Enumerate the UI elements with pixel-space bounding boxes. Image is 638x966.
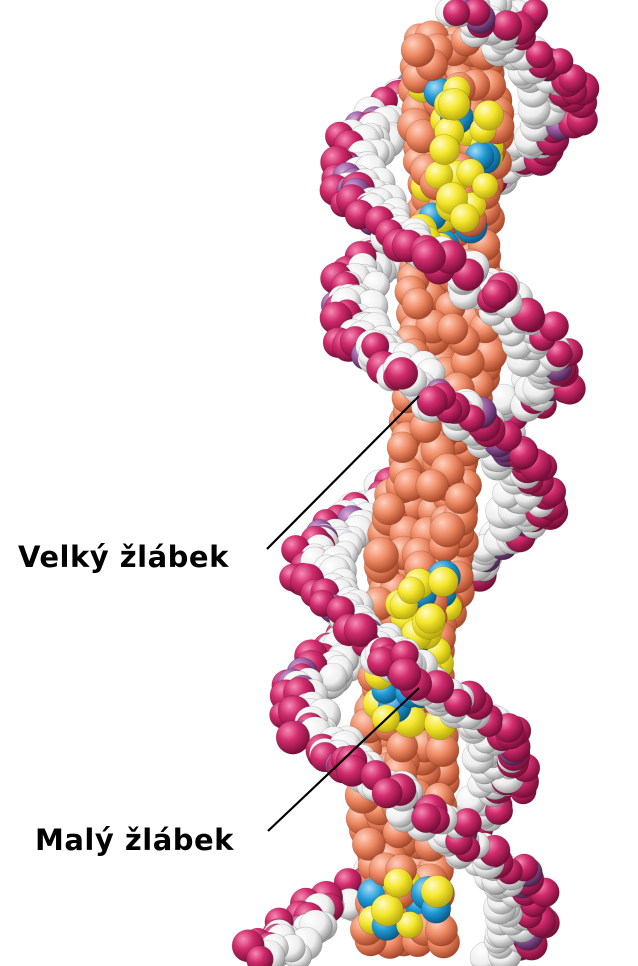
oxygen-atom [372,778,402,808]
oxygen-atom [443,0,470,26]
base-atom [401,33,435,67]
yellow-atom [450,203,479,232]
oxygen-atom [412,240,446,274]
base-atom [445,483,476,514]
oxygen-atom [411,803,440,832]
yellow-atom [428,567,458,597]
yellow-atom [384,869,413,898]
oxygen-atom [388,658,421,691]
oxygen-atom [276,721,310,755]
oxygen-atom [482,280,511,309]
yellow-atom [415,603,445,633]
base-atom [437,313,468,344]
yellow-atom [371,894,403,926]
yellow-atom [438,88,470,120]
oxygen-atom [492,10,522,40]
space-filling-atoms [232,0,599,966]
major-groove-label: Velký žlábek [18,540,229,574]
base-atom [373,493,405,525]
base-atom [402,288,433,319]
yellow-atom [474,100,504,130]
yellow-atom [398,577,425,604]
yellow-atom [472,173,498,199]
base-atom [430,512,465,547]
yellow-atom [429,134,459,164]
oxygen-atom [386,357,418,389]
yellow-atom [421,875,453,907]
base-atom [363,538,398,573]
base-atom [416,470,449,503]
minor-groove-label: Malý žlábek [35,823,234,857]
oxygen-atom [417,386,448,417]
